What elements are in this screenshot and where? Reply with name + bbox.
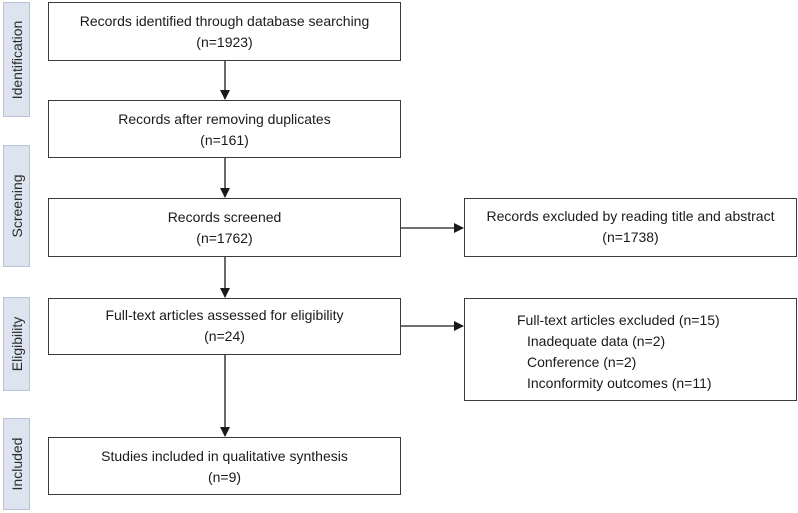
box-studies-included-text: Studies included in qualitative synthesi… — [101, 448, 348, 464]
stage-included: Included — [3, 418, 30, 510]
box-studies-included: Studies included in qualitative synthesi… — [48, 437, 401, 495]
stage-identification: Identification — [3, 2, 30, 117]
stage-eligibility: Eligibility — [3, 297, 30, 391]
box-fulltext-assessed: Full-text articles assessed for eligibil… — [48, 298, 401, 355]
box-fulltext-assessed-text: Full-text articles assessed for eligibil… — [105, 307, 344, 323]
box-records-identified-count: (n=1923) — [196, 34, 253, 50]
stage-label-included: Included — [8, 437, 25, 491]
box-records-screened-count: (n=1762) — [196, 230, 253, 246]
box-records-excluded: Records excluded by reading title and ab… — [464, 198, 797, 257]
box-records-identified: Records identified through database sear… — [48, 2, 401, 61]
exclusion-reason: Inadequate data (n=2) — [527, 333, 666, 349]
box-studies-included-count: (n=9) — [207, 469, 242, 485]
box-fulltext-excluded-title: Full-text articles excluded (n=15) — [517, 312, 720, 328]
exclusion-reason: Conference (n=2) — [527, 354, 637, 370]
box-records-after-duplicates: Records after removing duplicates (n=161… — [48, 100, 401, 158]
box-records-excluded-count: (n=1738) — [602, 229, 659, 245]
box-fulltext-assessed-count: (n=24) — [204, 328, 245, 344]
stage-label-identification: Identification — [8, 20, 25, 99]
stage-label-screening: Screening — [8, 174, 25, 238]
exclusion-reason: Inconformity outcomes (n=11) — [527, 375, 712, 391]
box-fulltext-excluded: Full-text articles excluded (n=15) Inade… — [464, 298, 797, 401]
box-records-screened: Records screened (n=1762) — [48, 198, 401, 257]
stage-label-eligibility: Eligibility — [8, 316, 25, 372]
box-records-identified-text: Records identified through database sear… — [79, 13, 370, 29]
box-records-screened-text: Records screened — [167, 209, 282, 225]
box-records-after-duplicates-count: (n=161) — [200, 132, 249, 148]
box-records-excluded-text: Records excluded by reading title and ab… — [486, 208, 775, 224]
stage-screening: Screening — [3, 145, 30, 267]
box-records-after-duplicates-text: Records after removing duplicates — [118, 111, 331, 127]
